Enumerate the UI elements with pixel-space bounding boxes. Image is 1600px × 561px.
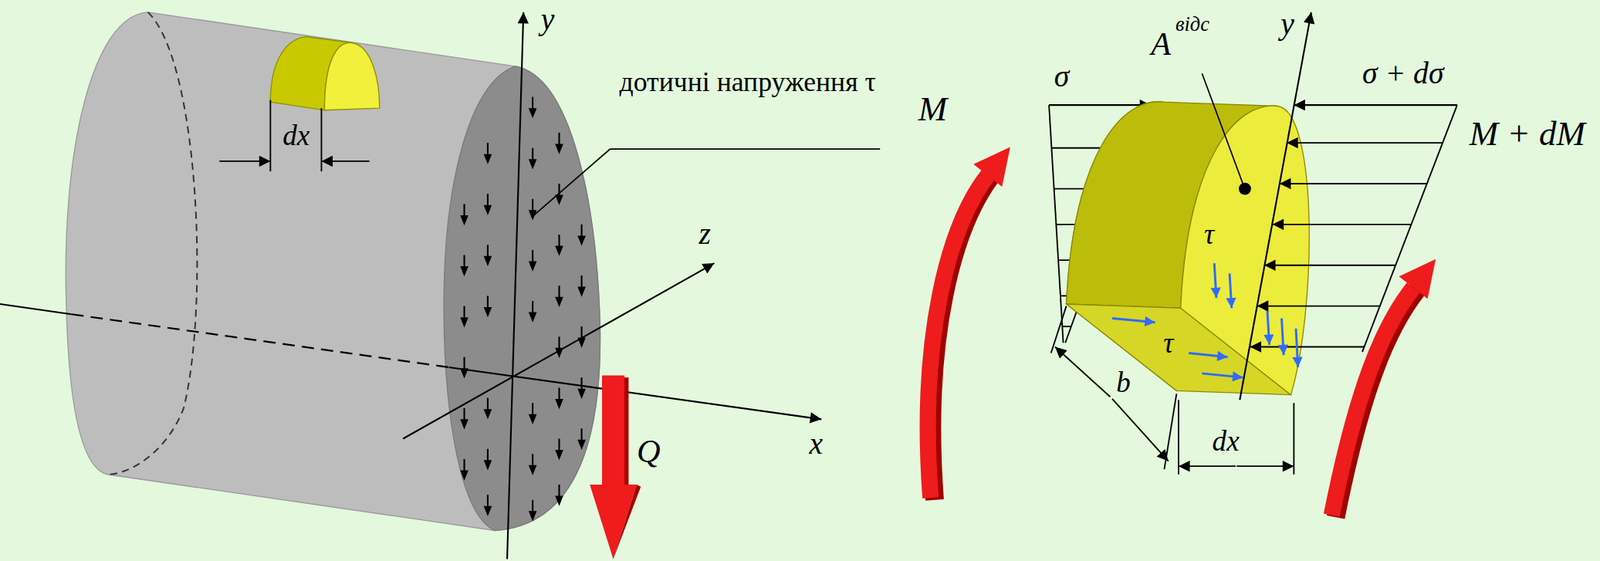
axis — [1239, 12, 1312, 400]
stress-label: τ — [1204, 219, 1215, 251]
leader-line — [1201, 73, 1251, 195]
axis-label: y — [541, 2, 555, 37]
callout-text: дотичні напруження τ — [619, 60, 876, 102]
stress-label: σ + dσ — [1362, 56, 1445, 91]
stress-label: τ — [1163, 328, 1174, 361]
area-superscript: відс — [1175, 12, 1210, 35]
leader-line — [532, 148, 880, 217]
shear-arrows — [460, 97, 586, 522]
dimension — [1051, 306, 1295, 475]
moment-arrow — [927, 146, 1436, 518]
force-label: Q — [636, 433, 661, 471]
beam-element — [1066, 101, 1310, 396]
area-label: A — [1150, 26, 1171, 63]
axis-label: z — [699, 216, 711, 251]
shear-force-arrow — [589, 375, 641, 560]
dimension-label: dx — [282, 120, 310, 153]
moment-label: M + dM — [1469, 114, 1586, 153]
cut-element — [270, 37, 379, 111]
beam-body — [65, 12, 600, 532]
dimension-label: b — [1114, 367, 1134, 400]
axis-label: y — [1280, 6, 1295, 41]
shear-arrows — [1112, 263, 1299, 378]
stress-label: σ — [1054, 59, 1070, 94]
normal-stress-diagram — [1250, 104, 1458, 352]
moment-label: M — [918, 89, 948, 128]
dimension — [219, 100, 369, 173]
axis-label: x — [808, 426, 823, 461]
dimension-label: dx — [1212, 426, 1240, 459]
